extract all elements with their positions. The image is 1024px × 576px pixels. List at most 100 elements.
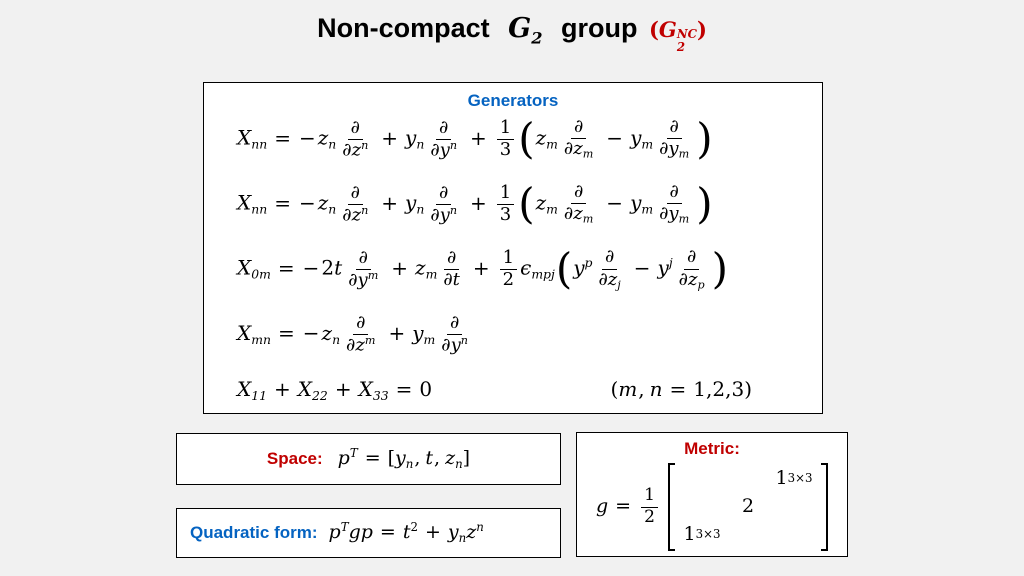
math-subscript: n [332,331,341,347]
matrix-cell: 2 [726,493,770,521]
fraction: ∂∂yn [438,312,471,356]
title-g2-subscript: 2 [531,28,543,48]
generators-heading: Generators [467,91,559,110]
math-number: 2 [502,269,515,291]
matrix-cell [772,521,816,549]
math-superscript: m [364,333,376,347]
math-number: 3 [499,139,512,161]
math-var: ∂z [563,138,583,160]
title-nc-subscript: 2 [676,39,686,54]
fraction: ∂∂zm [343,312,378,356]
math-number: ) [744,377,752,402]
math-var: X [297,376,313,401]
math-var: ∂y [659,138,679,160]
math-number: 1 [775,466,788,489]
math-number: [ [387,447,396,470]
math-operator: − [606,125,624,150]
fraction: ∂∂ym [656,182,692,226]
title-g2-letter: G [508,13,532,44]
fraction: ∂∂ym [656,116,692,161]
math-subscript: 0m [251,266,271,282]
math-number: 2 [644,506,655,527]
math-operator: + [334,376,352,401]
fraction: ∂∂ym [345,247,381,291]
math-var: z [321,320,333,345]
math-operator: + [274,376,291,401]
title-nc-open-paren: ( [648,17,659,42]
math-var: ∂z [598,268,618,290]
math-operator: = [364,447,381,470]
math-var: ∂y [659,203,679,225]
math-number: 1,2,3 [693,377,745,402]
math-var: ∂y [430,139,450,161]
math-superscript: n [449,138,457,152]
matrix-cell [680,493,724,521]
math-var: ∂y [430,204,450,226]
formula-trace-constraint: X11+X22+X33=0 [237,377,432,403]
math-var: ∂z [342,139,362,161]
fraction: ∂∂yn [427,181,460,226]
math-subscript: n [455,457,463,472]
fraction: ∂∂zn [339,182,371,226]
math-operator: + [470,125,487,150]
math-var: X [237,255,252,280]
math-var: ∂z [563,203,583,225]
math-superscript: n [476,520,484,535]
math-subscript: m [678,147,690,161]
space-formula: pT=[yn,t,zn] [338,446,470,472]
math-var: z [535,190,547,215]
math-var: g [596,494,609,517]
fraction: ∂∂zp [676,247,708,291]
math-superscript: T [349,446,358,461]
math-var: p [360,521,373,544]
math-operator: + [470,190,487,215]
right-bracket [820,462,828,551]
math-var: y [657,255,669,280]
math-subscript: m [582,147,594,161]
quadratic-form-formula: pTgp=t2+ynzn [329,520,484,546]
math-subscript: nn [251,136,268,152]
left-bracket [667,462,675,551]
math-var: g [348,521,361,544]
math-var: z [466,521,477,544]
matrix-cell [726,465,770,493]
math-subscript: 22 [312,387,328,403]
math-var: ∂ [439,181,449,203]
math-number: 1 [683,522,696,545]
math-operator: , [638,377,645,402]
math-subscript: nn [251,201,268,217]
math-var: ∂ [350,116,360,138]
math-var: t [334,255,343,280]
space-panel: Space: pT=[yn,t,zn] [176,433,561,485]
metric-label: Metric: [684,439,740,458]
math-subscript: m [423,331,436,347]
math-var: y [405,125,417,150]
math-subscript: 3×3 [787,471,813,486]
math-subscript: mn [251,331,271,347]
math-number: ( [610,377,619,402]
math-var: ∂y [348,269,368,291]
matrix-cell [680,465,724,493]
math-operator: + [424,521,441,544]
math-operator: + [391,255,409,280]
matrix-cell [726,521,770,549]
math-var: m [618,377,638,402]
math-var: y [630,190,642,215]
math-var: X [358,376,373,401]
math-number: 2 [321,255,335,280]
math-operator: = [395,376,413,401]
title-nc-superscript: NC [676,27,697,42]
fraction: ∂∂zm [561,116,596,161]
formula-xmn: Xmn=−zn∂∂zm+ym∂∂yn [237,312,474,356]
math-operator: = [379,521,396,544]
math-superscript: p [584,255,593,271]
big-paren: ( [555,244,573,294]
